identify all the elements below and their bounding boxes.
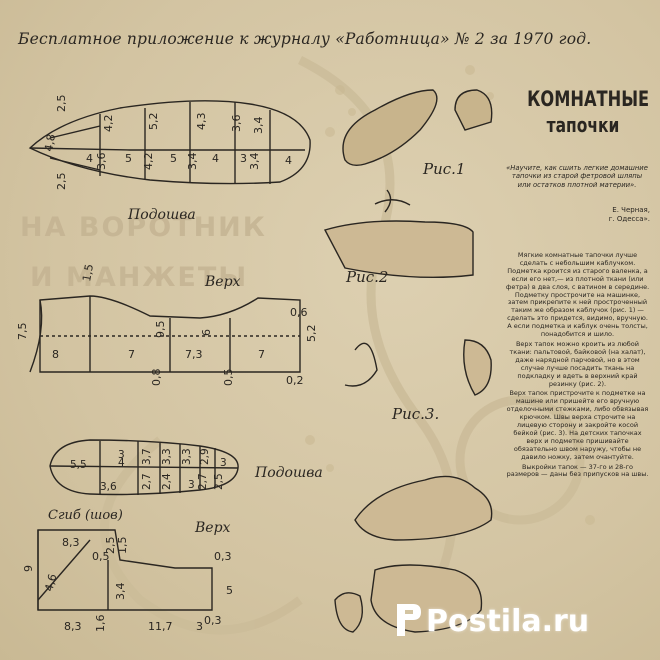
sole1-bot-2: 3,6: [95, 153, 108, 171]
fig3-seam-right: [463, 339, 492, 396]
sole1-label: Подошва: [128, 207, 196, 223]
sole2-v11: 2,4: [161, 473, 173, 490]
ghost-text-line2: И МАНЖЕТЫ: [30, 262, 249, 293]
upper1-tick-2: 0,5: [222, 369, 235, 387]
sole2-v14: 2,5: [213, 473, 225, 490]
sole2-v8: 2,9: [199, 448, 211, 465]
author-name: Е. Черная,: [612, 206, 650, 214]
article-paragraph: Верх тапок пристрочите к подметке на маш…: [506, 389, 649, 461]
upper1-left: 7,5: [16, 323, 29, 341]
upper1-bot-4: 6: [200, 329, 213, 336]
upper2-right-top: 0,3: [214, 550, 232, 563]
fig1-sole-drawing: [342, 89, 438, 167]
upper1-pattern: [29, 295, 301, 373]
ghost-text-line1: НА ВОРОТНИК: [20, 212, 267, 243]
sole2-v4: 3: [118, 449, 125, 461]
upper2-bot-2: 1,6: [94, 615, 107, 633]
fig2-label: Рис.2: [346, 268, 389, 286]
sewing-patterns: 2,5 2,5 4,8 4,2 5,2 4,3 3,6 3,4 4 3,6 5 …: [16, 95, 318, 634]
upper2-lower-mid: 3,4: [114, 583, 127, 601]
postila-logo-icon: [397, 604, 421, 636]
upper1-tick-3: 0,2: [286, 374, 304, 387]
watermark: Postila.ru: [426, 604, 590, 639]
article-paragraph: Выкройки тапок — 37-го и 28-го размеров …: [506, 462, 649, 479]
sole1-top-2: 5,2: [147, 113, 160, 131]
sole1-pattern: [28, 100, 311, 185]
sole2-v6: 3,3: [161, 448, 173, 465]
upper2-bot-1: 8,3: [64, 620, 82, 633]
article-paragraph: Верх тапок можно кроить из любой ткани: …: [509, 339, 646, 388]
slipper-toe-drawing: [334, 592, 363, 633]
title-line1: КОМНАТНЫЕ: [527, 87, 650, 111]
upper1-right: 5,2: [305, 325, 318, 343]
sole1-top-5: 3,4: [252, 117, 265, 135]
sole2-pattern: [49, 439, 239, 496]
upper1-tick-1: 0,8: [150, 369, 163, 387]
sole1-bot-10: 4: [285, 154, 292, 167]
upper2-diag: 4,6: [42, 573, 59, 593]
sole1-left-bottom: 2,5: [55, 173, 68, 191]
fig3-label: Рис.3.: [392, 405, 440, 423]
upper2-bot-4: 3: [196, 620, 203, 633]
sole1-toe: 4,8: [42, 133, 58, 152]
upper1-bot-1: 8: [52, 348, 59, 361]
sole1-bot-7: 4: [212, 152, 219, 165]
upper1-bot-2: 7: [128, 348, 135, 361]
sole1-bot-4: 4,2: [142, 153, 155, 171]
article-author: Е. Черная, г. Одесса».: [540, 206, 650, 224]
fig1-label: Рис.1: [423, 160, 466, 178]
sole2-v3: 3,6: [100, 481, 117, 493]
sole2-v12: 3: [188, 479, 195, 491]
page-header: Бесплатное приложение к журналу «Работни…: [18, 30, 592, 48]
sole2-v1: 5,5: [70, 459, 87, 471]
upper2-label: Верх: [195, 520, 231, 536]
sole2-v10: 2,7: [141, 473, 153, 490]
sole1-bot-5: 5: [170, 152, 177, 165]
slipper-side-drawing: [354, 475, 493, 541]
sole2-v5: 3,7: [141, 448, 153, 465]
sole2-v9: 3: [220, 457, 227, 469]
sole2-label: Подошва: [255, 465, 323, 481]
upper1-mid: 9,5: [154, 321, 167, 339]
illustrations: [323, 89, 493, 633]
fold-label: Сгиб (шов): [48, 508, 123, 523]
article-paragraph: Мягкие комнатные тапочки лучше сделать с…: [505, 251, 650, 339]
sole1-bot-9: 3,4: [248, 153, 261, 171]
upper2-right: 5: [226, 584, 233, 597]
upper1-top: 1,5: [80, 263, 96, 282]
sole1-bot-1: 4: [86, 152, 93, 165]
upper2-mid-c: 1,5: [116, 537, 129, 555]
upper1-right-top: 0,6: [290, 306, 308, 319]
upper2-mid-b: 2,5: [104, 537, 117, 555]
fig1-heel-drawing: [454, 89, 493, 131]
article-intro: «Научите, как сшить легкие домашние тапо…: [506, 164, 648, 189]
sole1-bot-6: 3,4: [186, 153, 199, 171]
author-city: г. Одесса».: [608, 215, 650, 223]
upper2-mid-a: 0,5: [92, 550, 110, 563]
title-line2: тапочки: [546, 113, 620, 137]
sole2-v2: 4: [118, 457, 125, 469]
upper2-pattern: [37, 529, 213, 611]
upper2-right-bottom: 0,3: [204, 614, 222, 627]
fig2-upper-drawing: [323, 220, 474, 279]
upper2-bot-3: 11,7: [148, 620, 173, 633]
upper2-left: 9: [22, 565, 35, 572]
sole2-v7: 3,3: [181, 448, 193, 465]
article-body: Мягкие комнатные тапочки лучше сделать с…: [505, 251, 650, 481]
upper1-bot-5: 7: [258, 348, 265, 361]
sole1-top-4: 3,6: [230, 115, 243, 133]
fig3-seam-left: [344, 342, 378, 387]
sole1-bot-8: 3: [240, 152, 247, 165]
sole2-v13: 2,7: [197, 473, 209, 490]
sole1-top-1: 4,2: [102, 115, 115, 133]
sole1-top-3: 4,3: [195, 113, 208, 131]
sole1-left-top: 2,5: [55, 95, 68, 113]
upper1-bot-3: 7,3: [185, 348, 203, 361]
article-title: КОМНАТНЫЕ тапочки: [527, 86, 650, 138]
sole1-bot-3: 5: [125, 152, 132, 165]
upper1-label: Верх: [205, 274, 241, 290]
upper2-top-left: 8,3: [62, 536, 80, 549]
fig2-elastic-drawing: [374, 189, 411, 213]
